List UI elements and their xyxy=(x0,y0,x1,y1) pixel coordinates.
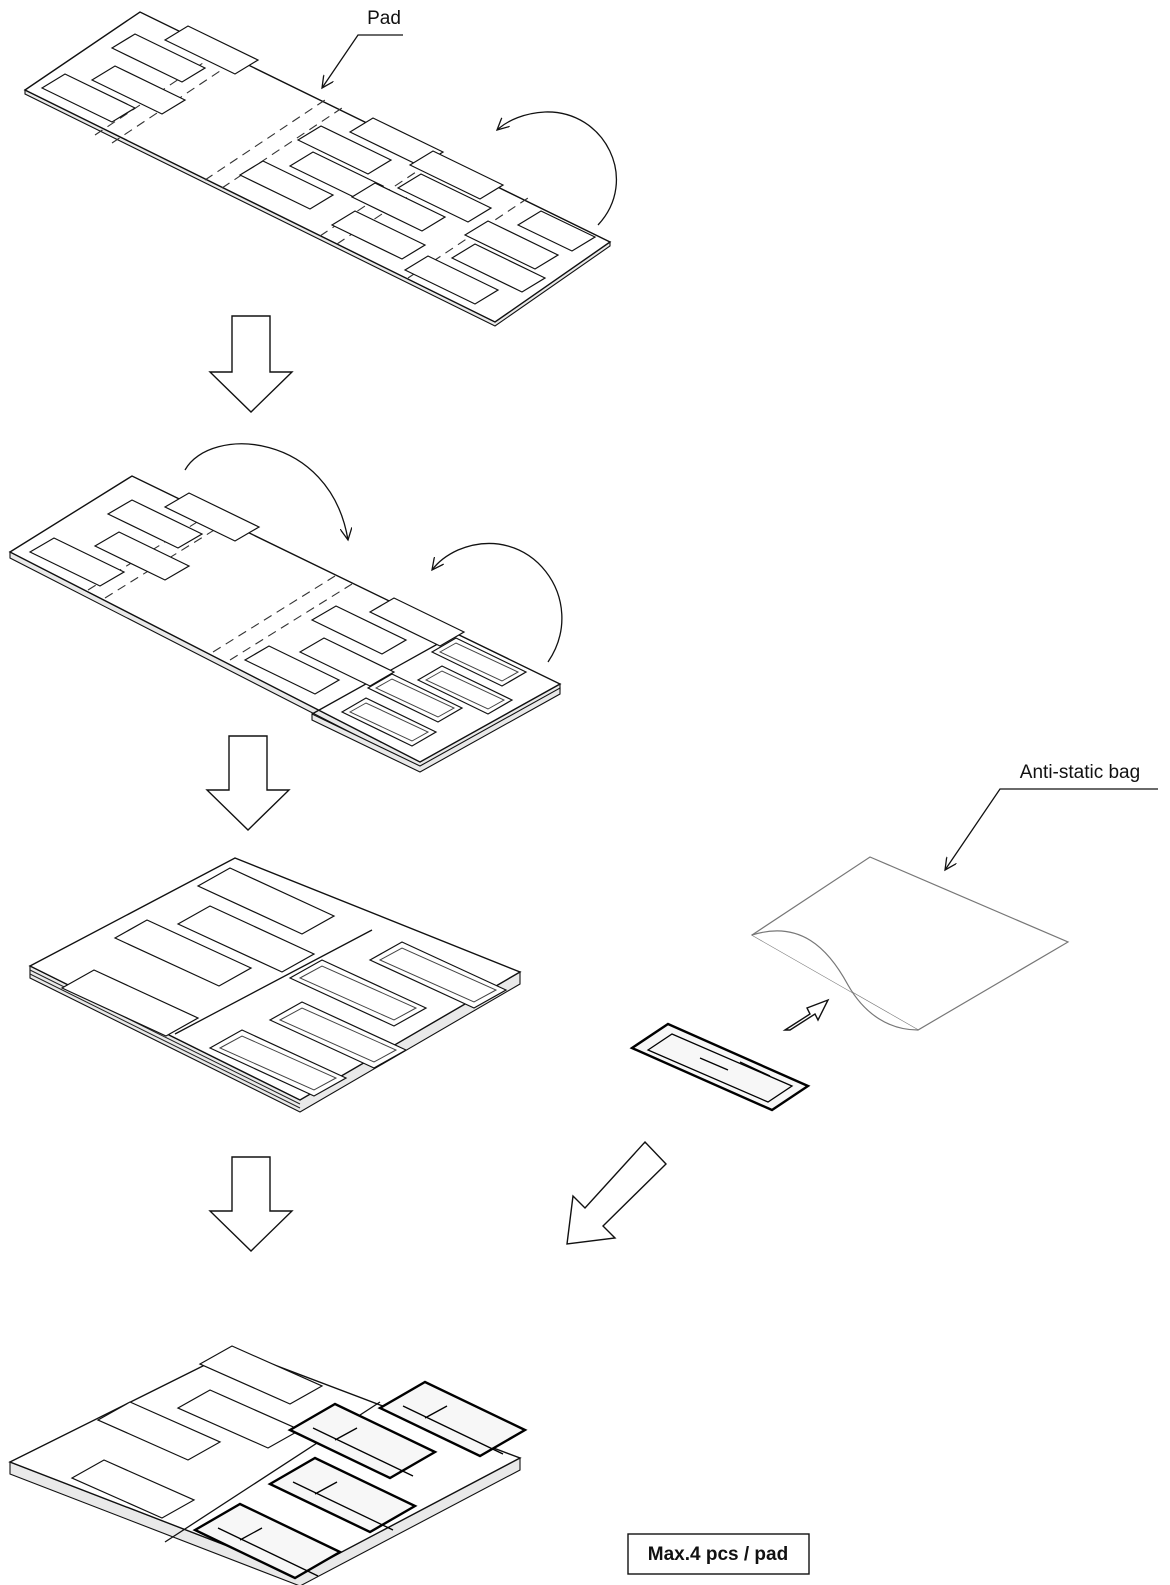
capacity-note: Max.4 pcs / pad xyxy=(628,1534,809,1574)
insert-arrow-icon xyxy=(785,1000,828,1030)
step3-folded-pad xyxy=(30,858,520,1112)
capacity-label: Max.4 pcs / pad xyxy=(648,1544,788,1565)
step2-folding-pad xyxy=(10,444,562,772)
diagonal-arrow-icon xyxy=(567,1142,666,1244)
bag-label: Anti-static bag xyxy=(1020,762,1140,783)
down-arrow-icon xyxy=(210,316,292,412)
pad-callout: Pad xyxy=(322,8,403,88)
step1-flat-pad xyxy=(25,12,616,326)
module-board xyxy=(632,1024,808,1110)
down-arrow-icon xyxy=(210,1157,292,1251)
down-arrow-icon xyxy=(207,736,289,830)
bag-callout: Anti-static bag xyxy=(945,762,1158,870)
pad-label: Pad xyxy=(367,8,401,29)
anti-static-bag-group xyxy=(632,857,1068,1110)
step4-loaded-pad xyxy=(10,1346,525,1585)
